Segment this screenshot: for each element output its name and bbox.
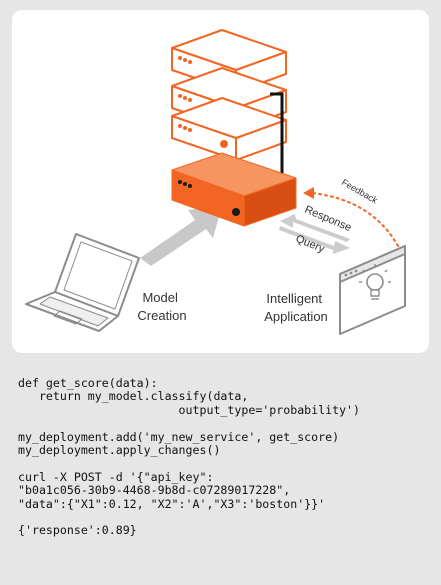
code-snippet: def get_score(data): return my_model.cla… xyxy=(18,376,361,538)
query-label: Query xyxy=(294,233,327,256)
code-line: {'response':0.89} xyxy=(18,523,137,538)
feedback-label: Feedback xyxy=(340,177,380,206)
server-unit-active xyxy=(171,152,297,227)
code-line: output_type='probability') xyxy=(18,402,361,417)
code-line: "data":{"X1":0.12, "X2":'A',"X3":'boston… xyxy=(18,496,326,511)
application-window-icon xyxy=(339,245,406,335)
code-line: "b0a1c056-30b9-4468-9b8d-c07289017228", xyxy=(18,483,291,498)
intelligent-application-label: Intelligent Application xyxy=(264,291,328,324)
response-label: Response xyxy=(303,204,353,234)
code-line: my_deployment.add('my_new_service', get_… xyxy=(18,429,340,444)
code-line: def get_score(data): xyxy=(18,376,158,390)
laptop-icon xyxy=(25,233,140,332)
response-arrow-icon xyxy=(280,214,350,242)
code-line: my_deployment.apply_changes() xyxy=(18,443,221,458)
query-arrow-icon xyxy=(279,226,350,254)
model-creation-label: Model Creation xyxy=(137,290,186,323)
server-unit-3 xyxy=(171,97,287,161)
feedback-arrow xyxy=(311,192,399,247)
code-line: curl -X POST -d '{"api_key": xyxy=(18,469,214,484)
feedback-arrowhead-icon xyxy=(303,187,314,199)
code-line: return my_model.classify(data, xyxy=(18,389,249,404)
deployment-diagram: Feedback Response Query xyxy=(25,29,406,335)
upload-arrow-icon xyxy=(140,206,222,266)
diagram-card: Feedback Response Query xyxy=(12,10,429,353)
